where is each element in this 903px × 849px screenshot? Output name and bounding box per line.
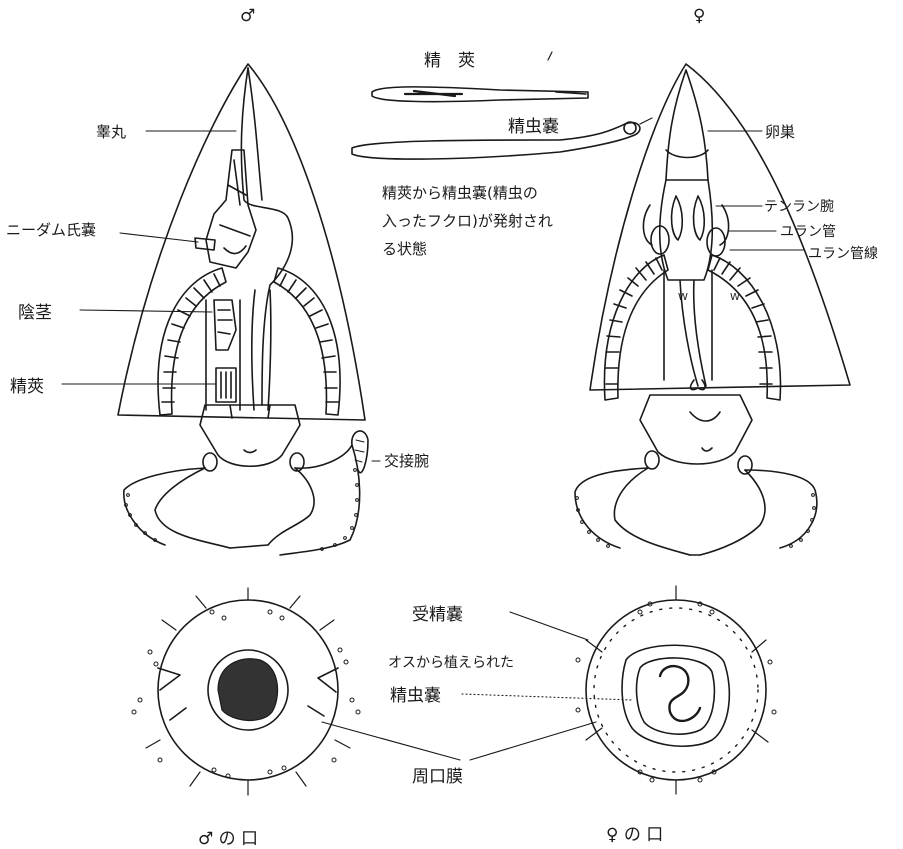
- svg-text:W: W: [730, 292, 740, 303]
- female-mouth-drawing: [462, 586, 776, 794]
- seminal-receptacle-label: 受精嚢: [412, 600, 463, 625]
- buccal-membrane-leaders: [322, 722, 596, 760]
- female-eye-left: [645, 451, 659, 469]
- female-gill-right: [708, 255, 780, 400]
- testis-organ: [195, 150, 256, 268]
- male-symbol: ♂: [240, 6, 255, 26]
- hectocotylus-label: 交接腕: [384, 450, 429, 471]
- spermatophore-title: 精 莢: [424, 46, 475, 71]
- male-gill-right: [274, 268, 340, 415]
- female-suckers: [576, 494, 816, 548]
- needham-sac-label: ニーダム氏嚢: [6, 219, 96, 240]
- svg-text:W: W: [678, 292, 688, 303]
- male-body: [241, 68, 292, 405]
- tentacle-arm-label: テンラン腕: [764, 196, 834, 216]
- male-mouth-drawing: [132, 588, 360, 795]
- female-arm-left: [575, 468, 648, 548]
- penis-label: 陰茎: [18, 298, 52, 323]
- caption-line-3: る状態: [382, 238, 427, 259]
- ovary-label: 卵巣: [765, 121, 795, 142]
- male-suckers: [125, 469, 359, 551]
- spermatophore-drawing: [372, 52, 588, 102]
- male-penis-region: [206, 300, 240, 410]
- oviduct-gland-label: ユラン管線: [808, 243, 878, 263]
- male-arm-right: [280, 445, 360, 555]
- sperm-sac-drawing: [352, 118, 652, 159]
- seminal-receptacle-ring: [622, 645, 729, 746]
- ovary: [666, 70, 708, 180]
- male-mouth-caption: ♂ の 口: [198, 824, 258, 849]
- oviduct-label: ユラン管: [780, 221, 836, 241]
- testis-label: 睾丸: [96, 121, 126, 142]
- female-mouth-caption: ♀ の 口: [606, 820, 663, 845]
- female-symbol: ♀: [693, 6, 705, 26]
- spermatophore-label: 精莢: [10, 372, 44, 397]
- male-mantle: [118, 64, 365, 420]
- implanted-sperm-sac-label: 精虫嚢: [390, 681, 441, 706]
- male-arm-left: [124, 468, 205, 545]
- implanted-label: オスから植えられた: [388, 652, 514, 672]
- caption-line-2: 入ったフクロ)が発射され: [382, 210, 553, 231]
- buccal-membrane-label: 周口膜: [412, 762, 463, 787]
- female-eye-right: [738, 456, 752, 474]
- sperm-sac-label: 精虫嚢: [508, 112, 559, 137]
- caption-line-1: 精莢から精虫嚢(精虫の: [382, 182, 538, 203]
- female-squid: W W: [575, 64, 850, 555]
- female-gill-left: [604, 255, 668, 400]
